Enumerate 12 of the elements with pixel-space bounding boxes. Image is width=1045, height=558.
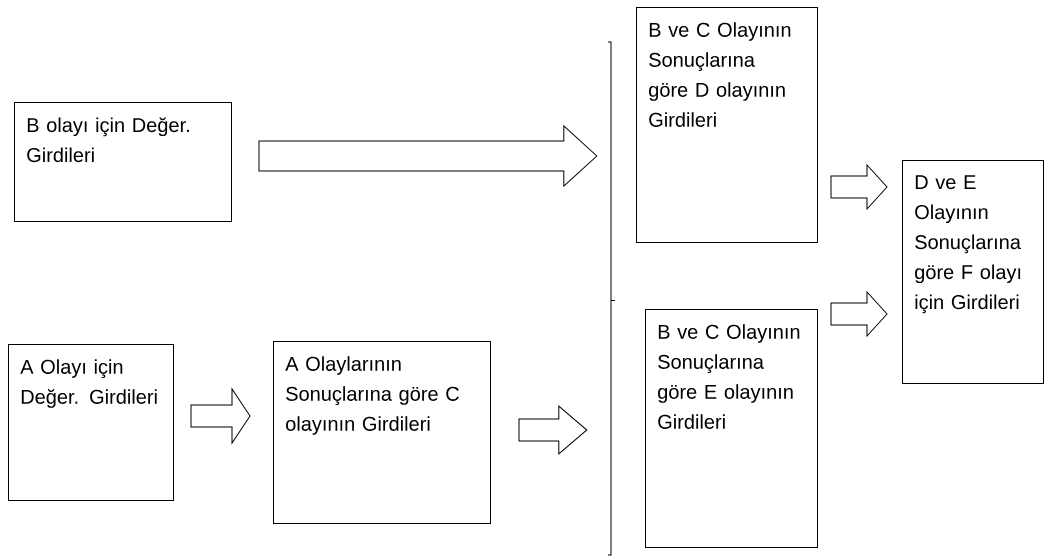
process-box: D ve E Olayının Sonuçlarına göre F olayı için Girdileri bbox=[902, 160, 1044, 384]
block-arrow bbox=[830, 291, 888, 337]
block-arrow bbox=[518, 405, 588, 455]
process-box: B ve C Olayının Sonuçlarına göre E olayının Girdileri bbox=[645, 309, 818, 548]
process-box: A Olayı için Değer. Girdileri bbox=[8, 344, 174, 501]
block-arrow bbox=[258, 125, 598, 187]
block-arrow bbox=[190, 388, 251, 444]
bracket bbox=[607, 41, 616, 556]
process-box: A Olaylarının Sonuçlarına göre C olayının Girdileri bbox=[273, 341, 491, 524]
block-arrow bbox=[830, 164, 888, 210]
process-box: B ve C Olayının Sonuçlarına göre D olayının Girdileri bbox=[636, 7, 818, 243]
process-box: B olayı için Değer. Girdileri bbox=[14, 102, 232, 222]
